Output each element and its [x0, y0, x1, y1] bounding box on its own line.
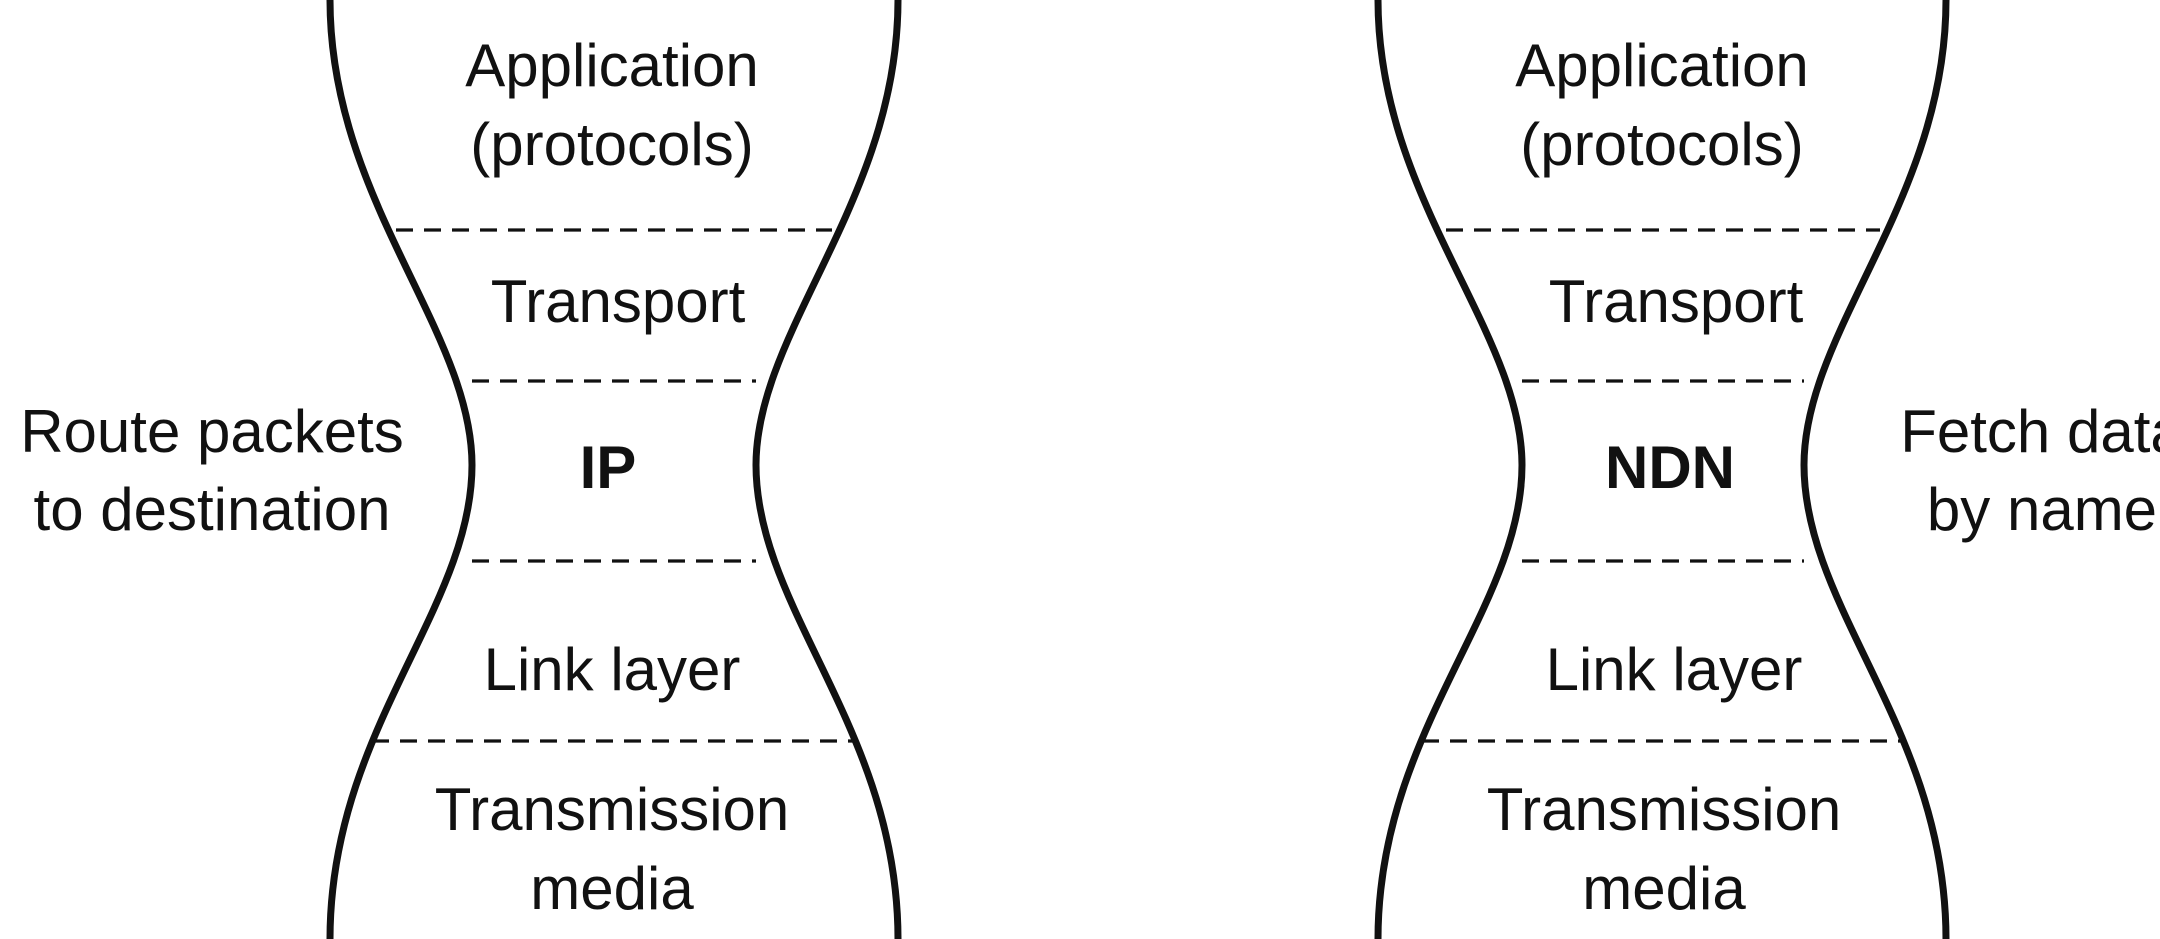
left-application-label-line1: Application — [465, 32, 759, 99]
left-waist-label: IP — [580, 434, 637, 501]
right-hourglass-left-outline — [1374, 0, 1526, 939]
left-transport-label: Transport — [491, 268, 746, 335]
left-link-label: Link layer — [484, 636, 741, 703]
right-link-label: Link layer — [1546, 636, 1803, 703]
right-transmission-label-line2: media — [1582, 855, 1746, 922]
left-hourglass: Application (protocols) Transport IP Lin… — [20, 0, 902, 939]
left-side-note-line1: Route packets — [20, 398, 404, 465]
right-hourglass: Application (protocols) Transport NDN Li… — [1374, 0, 2160, 939]
right-waist-label: NDN — [1605, 434, 1735, 501]
right-transmission-label-line1: Transmission — [1487, 776, 1842, 843]
right-application-label-line2: (protocols) — [1520, 111, 1803, 178]
right-side-note-line1: Fetch data — [1900, 398, 2160, 465]
right-side-note-line2: by name — [1927, 476, 2157, 543]
left-application-label-line2: (protocols) — [470, 111, 753, 178]
left-hourglass-left-outline — [326, 0, 476, 939]
left-transmission-label-line1: Transmission — [435, 776, 790, 843]
left-side-note-line2: to destination — [34, 476, 391, 543]
right-hourglass-right-outline — [1800, 0, 1950, 939]
right-application-label-line1: Application — [1515, 32, 1809, 99]
right-transport-label: Transport — [1549, 268, 1804, 335]
left-transmission-label-line2: media — [530, 855, 694, 922]
left-hourglass-right-outline — [752, 0, 902, 939]
